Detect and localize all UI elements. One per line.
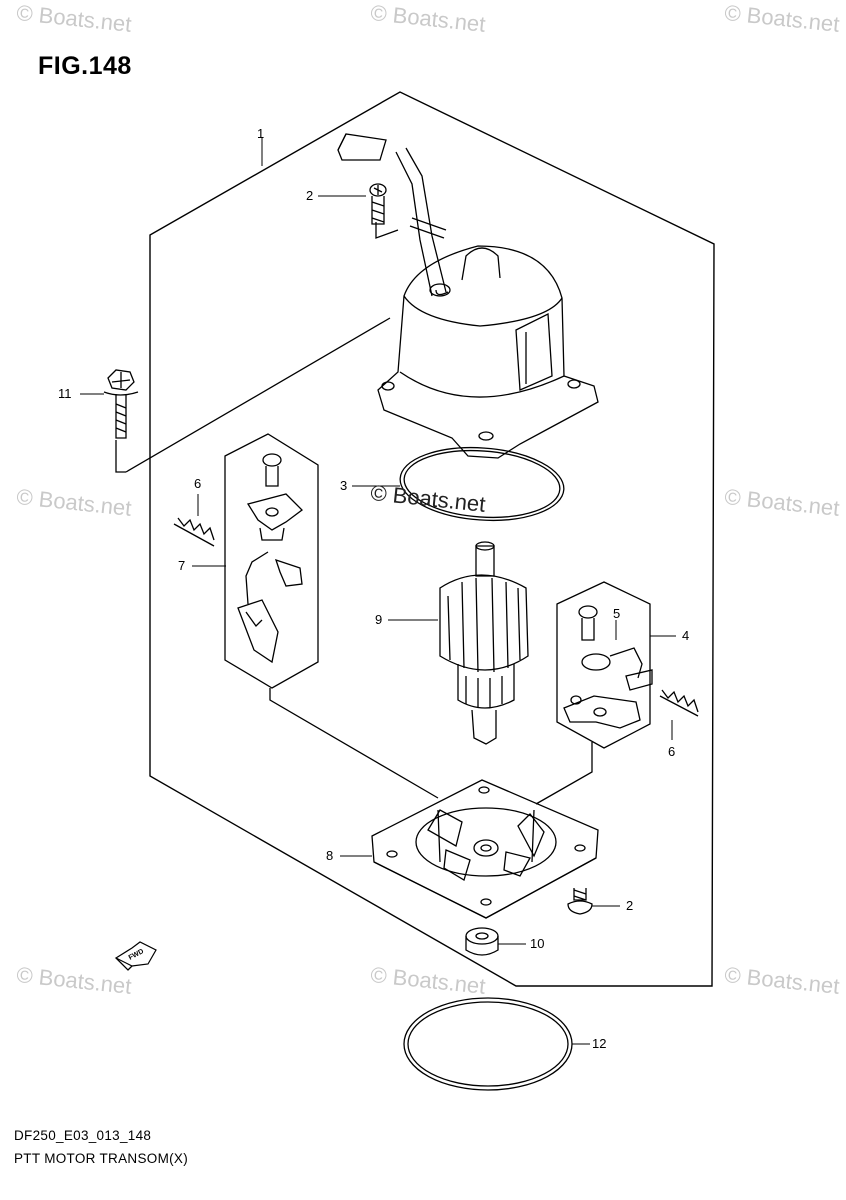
callout-11: 11 [58,386,72,401]
screw-bottom [567,888,593,915]
callout-9: 9 [375,612,382,627]
o-ring-3 [399,446,565,522]
screw-top [369,183,387,225]
callout-12: 12 [592,1036,606,1051]
callout-2-bottom: 2 [626,898,633,913]
callout-6: 6 [194,476,201,491]
callout-4: 4 [682,628,689,643]
fwd-arrow [114,941,157,971]
end-cap-8 [371,779,599,919]
spring-6-right [659,689,699,717]
callout-10: 10 [530,936,544,951]
callout-2: 2 [306,188,313,203]
callout-1: 1 [257,126,264,141]
bolt-11 [103,369,139,439]
brush-holder-box-7 [224,433,319,689]
bushing-10 [465,927,499,956]
armature-9 [439,541,529,745]
figure-title: FIG.148 [38,52,132,80]
bolt-leader [115,440,126,473]
fwd-label: FWD [128,948,145,962]
brush-holder-box-4 [556,581,651,749]
callout-6-right: 6 [668,744,675,759]
o-ring-12 [403,997,573,1091]
brush-holder-7 [237,453,303,664]
drawing-code: DF250_E03_013_148 [14,1128,152,1143]
drawing-name: PTT MOTOR TRANSOM(X) [14,1151,189,1166]
bolt-to-housing-line [125,317,391,473]
spring-6-left [173,517,215,547]
motor-housing [337,133,599,459]
assembly-boundary [149,91,715,987]
callout-3: 3 [340,478,347,493]
brush-holder-4 [563,605,653,729]
callout-8: 8 [326,848,333,863]
callout-7: 7 [178,558,185,573]
callout-5: 5 [613,606,620,621]
